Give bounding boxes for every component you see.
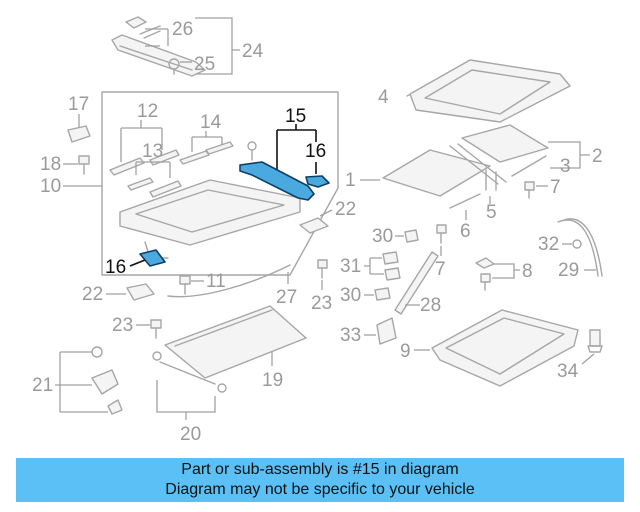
highlighted-part-15 <box>139 161 330 267</box>
part-22-lower <box>126 283 155 301</box>
part-28-tube <box>394 251 439 315</box>
part-23-bolt-upper <box>317 259 328 279</box>
callout-28: 28 <box>420 295 441 316</box>
callout-10: 10 <box>40 176 61 197</box>
callout-14: 14 <box>200 112 222 133</box>
part-4-glass-seal <box>409 59 571 123</box>
part-9-seal <box>431 309 579 387</box>
part-27-cable <box>167 264 291 298</box>
callout-30-upper: 30 <box>372 226 393 247</box>
callout-8: 8 <box>522 261 533 282</box>
footer-info-banner: Part or sub-assembly is #15 in diagram D… <box>16 458 624 502</box>
callout-16-upper: 16 <box>305 141 326 162</box>
callout-7-right: 7 <box>550 177 561 198</box>
callout-9: 9 <box>400 341 411 362</box>
callout-31: 31 <box>340 256 361 277</box>
callout-32: 32 <box>538 234 559 255</box>
callout-5: 5 <box>486 202 497 223</box>
callout-26: 26 <box>172 19 193 40</box>
callout-21: 21 <box>32 375 53 396</box>
part-19-sunshade <box>164 305 307 379</box>
callout-22-upper: 22 <box>335 199 356 220</box>
callout-19: 19 <box>262 370 283 391</box>
callout-13: 13 <box>142 141 163 162</box>
part-7-screw-right <box>524 181 535 199</box>
callout-6: 6 <box>460 221 471 242</box>
part-2-glass <box>461 124 549 163</box>
callout-3: 3 <box>560 156 571 177</box>
callout-11: 11 <box>206 271 226 292</box>
callout-7-left: 7 <box>435 259 446 280</box>
part-11-bolt <box>179 275 191 295</box>
callout-24: 24 <box>242 41 264 62</box>
callout-15: 15 <box>285 106 306 127</box>
callout-12: 12 <box>137 101 158 122</box>
part-34-grommet <box>587 329 603 353</box>
part-8-clip <box>475 257 495 269</box>
part-7-screw-left <box>436 224 447 244</box>
callout-18: 18 <box>40 154 61 175</box>
callout-33: 33 <box>340 325 361 346</box>
part-18-bolt <box>78 155 90 175</box>
callout-34: 34 <box>557 361 579 382</box>
part-23-bolt-lower <box>150 319 162 339</box>
callout-30-lower: 30 <box>340 285 361 306</box>
part-33-connector <box>376 317 397 345</box>
callout-23-lower: 23 <box>112 315 133 336</box>
part-21-bracket <box>91 346 123 415</box>
part-screw-small <box>247 141 257 161</box>
callout-22-lower: 22 <box>82 284 103 305</box>
callout-23-upper: 23 <box>311 293 332 314</box>
footer-line-2: Diagram may not be specific to your vehi… <box>165 481 475 498</box>
part-17-bracket <box>67 125 91 143</box>
sunroof-parts-diagram: 26 25 24 17 18 10 12 13 14 15 16 16 <box>32 16 603 445</box>
callout-16-lower: 16 <box>105 257 126 278</box>
part-6-strip <box>449 193 481 209</box>
part-1-glass <box>382 149 491 197</box>
drain-tube-bracket-assembly <box>111 16 206 77</box>
part-20-rod <box>159 361 216 385</box>
footer-line-1: Part or sub-assembly is #15 in diagram <box>181 461 459 478</box>
callout-20: 20 <box>180 424 201 445</box>
callout-27: 27 <box>276 287 297 308</box>
sunroof-frame <box>119 179 301 259</box>
callout-2: 2 <box>592 146 603 167</box>
callout-1: 1 <box>345 170 356 191</box>
callout-17: 17 <box>68 94 89 115</box>
callout-29: 29 <box>558 260 579 281</box>
callout-4: 4 <box>378 87 389 108</box>
part-8-bolt <box>480 273 491 291</box>
part-22-upper <box>299 217 329 234</box>
callout-25: 25 <box>194 54 215 75</box>
